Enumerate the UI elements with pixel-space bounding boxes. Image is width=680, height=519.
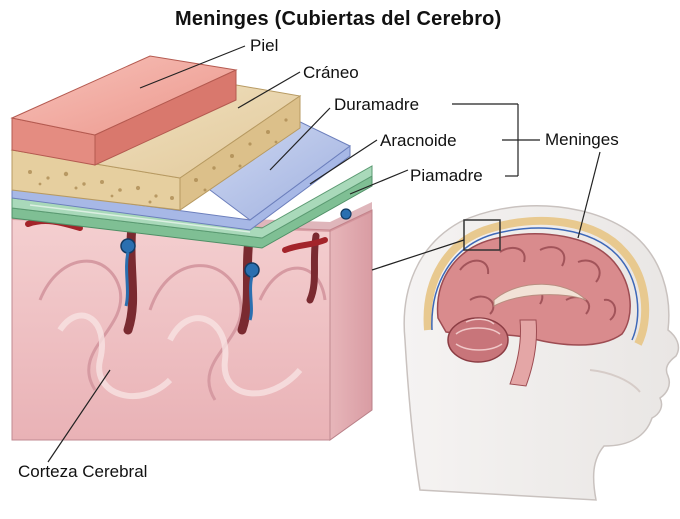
label-corteza-cerebral: Corteza Cerebral xyxy=(18,462,147,482)
diagram-title: Meninges (Cubiertas del Cerebro) xyxy=(175,8,501,31)
label-meninges: Meninges xyxy=(545,130,619,150)
head-sagittal xyxy=(404,206,678,500)
label-craneo: Cráneo xyxy=(303,63,359,83)
label-piamadre: Piamadre xyxy=(410,166,483,186)
label-aracnoide: Aracnoide xyxy=(380,131,457,151)
label-piel: Piel xyxy=(250,36,278,56)
label-duramadre: Duramadre xyxy=(334,95,419,115)
